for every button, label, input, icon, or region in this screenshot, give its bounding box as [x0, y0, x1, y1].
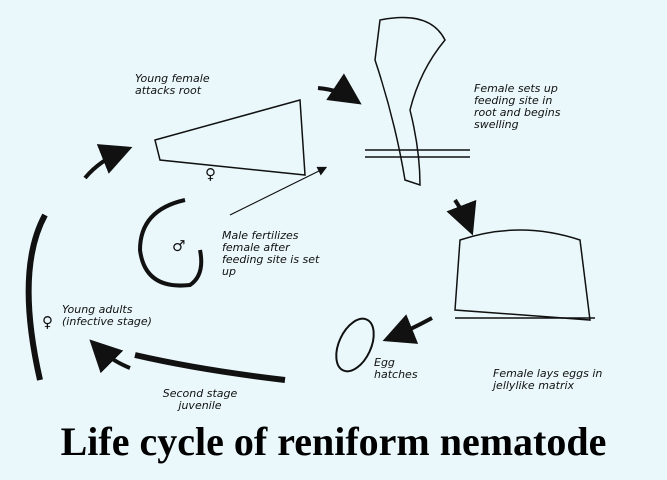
female-symbol: ♀ [42, 313, 53, 331]
label-male: Male fertilizes female after feeding sit… [222, 229, 320, 278]
arrow [446, 198, 477, 236]
label-female-feeding: Female sets up feeding site in root and … [474, 82, 561, 131]
male-symbol: ♂ [172, 237, 186, 255]
arrow [229, 166, 328, 216]
page-title: Life cycle of reniform nematode [60, 419, 607, 464]
label-young-adults: Young adults (infective stage) [62, 303, 152, 328]
label-female-eggs: Female lays eggs in jellylike matrix [493, 367, 603, 392]
arrow [89, 339, 131, 374]
label-young-female: Young female attacks root [135, 72, 210, 97]
male-nematode [137, 198, 204, 288]
egg-mass [454, 229, 591, 321]
arrow [83, 144, 133, 180]
young-adult [25, 213, 48, 381]
arrow [382, 314, 433, 344]
female-symbol: ♀ [205, 165, 216, 183]
root-young-female [154, 99, 306, 176]
juvenile [134, 352, 286, 383]
label-second-stage: Second stage juvenile [162, 387, 238, 412]
label-egg: Egg hatches [374, 356, 418, 381]
arrow [317, 73, 362, 105]
swollen-female [374, 16, 446, 187]
egg [335, 317, 375, 373]
